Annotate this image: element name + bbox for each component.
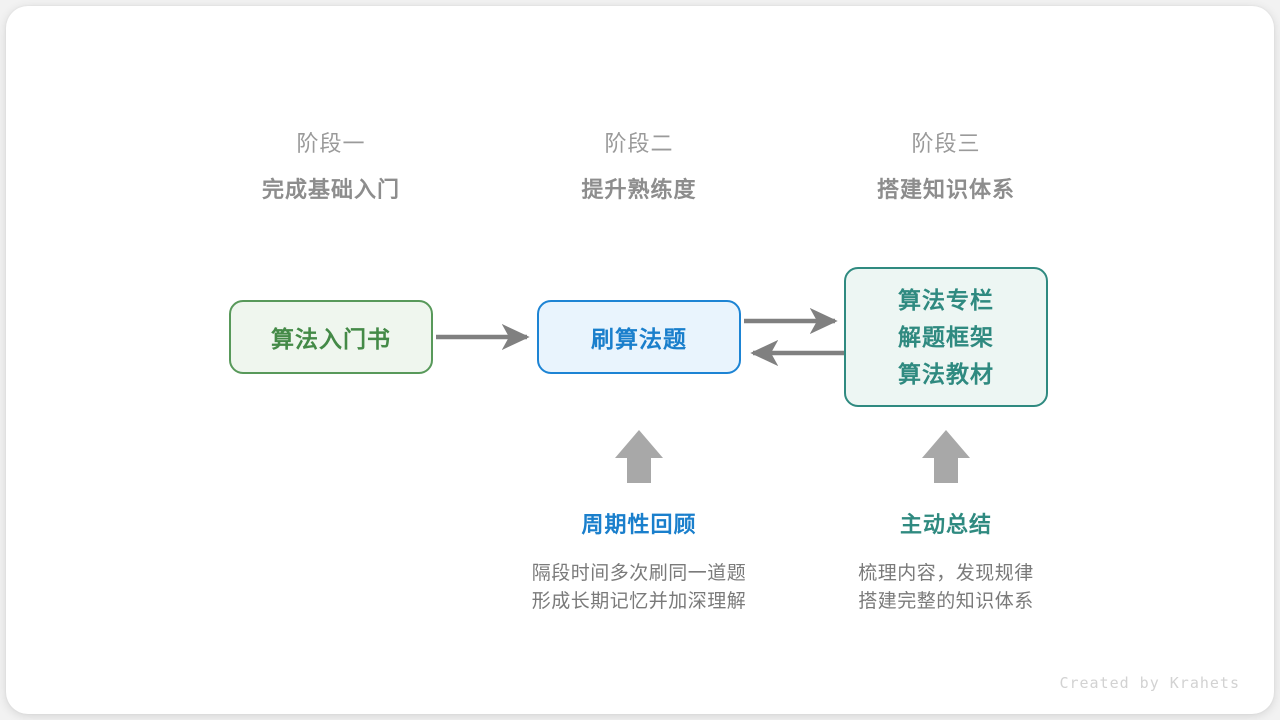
stage-1-title: 完成基础入门 <box>261 177 400 202</box>
annotation-review-line-2: 形成长期记忆并加深理解 <box>531 591 747 612</box>
stage-3-label: 阶段三 <box>911 131 981 156</box>
node-algorithm-intro-book[interactable]: 算法入门书 <box>229 300 433 374</box>
annotation-periodic-review: 周期性回顾 隔段时间多次刷同一道题 形成长期记忆并加深理解 <box>489 510 789 616</box>
annotation-summary-body: 梳理内容，发现规律 搭建完整的知识体系 <box>796 560 1096 616</box>
annotation-review-line-1: 隔段时间多次刷同一道题 <box>531 563 747 584</box>
annotation-summary-line-2: 搭建完整的知识体系 <box>858 591 1034 612</box>
node-practice-label: 刷算法题 <box>591 326 687 352</box>
node-system-line-1: 算法专栏 <box>898 286 994 313</box>
stage-1-label: 阶段一 <box>296 131 366 156</box>
annotation-active-summary: 主动总结 梳理内容，发现规律 搭建完整的知识体系 <box>796 510 1096 616</box>
stage-3-title: 搭建知识体系 <box>876 177 1015 202</box>
annotation-review-body: 隔段时间多次刷同一道题 形成长期记忆并加深理解 <box>489 560 789 616</box>
credit-text: Created by Krahets <box>1059 674 1240 692</box>
node-practice-problems[interactable]: 刷算法题 <box>537 300 741 374</box>
annotation-summary-line-1: 梳理内容，发现规律 <box>858 563 1034 584</box>
node-system-line-2: 解题框架 <box>898 323 994 350</box>
node-knowledge-system[interactable]: 算法专栏 解题框架 算法教材 <box>844 267 1048 407</box>
node-book-label: 算法入门书 <box>271 326 391 352</box>
stage-2-label: 阶段二 <box>604 131 674 156</box>
stage-heading-1: 阶段一 完成基础入门 <box>201 129 461 205</box>
annotation-review-title: 周期性回顾 <box>581 512 697 537</box>
stage-heading-3: 阶段三 搭建知识体系 <box>816 129 1076 205</box>
annotation-summary-title: 主动总结 <box>899 512 992 537</box>
node-system-line-3: 算法教材 <box>898 360 994 387</box>
stage-2-title: 提升熟练度 <box>581 177 697 202</box>
stage-heading-2: 阶段二 提升熟练度 <box>509 129 769 205</box>
